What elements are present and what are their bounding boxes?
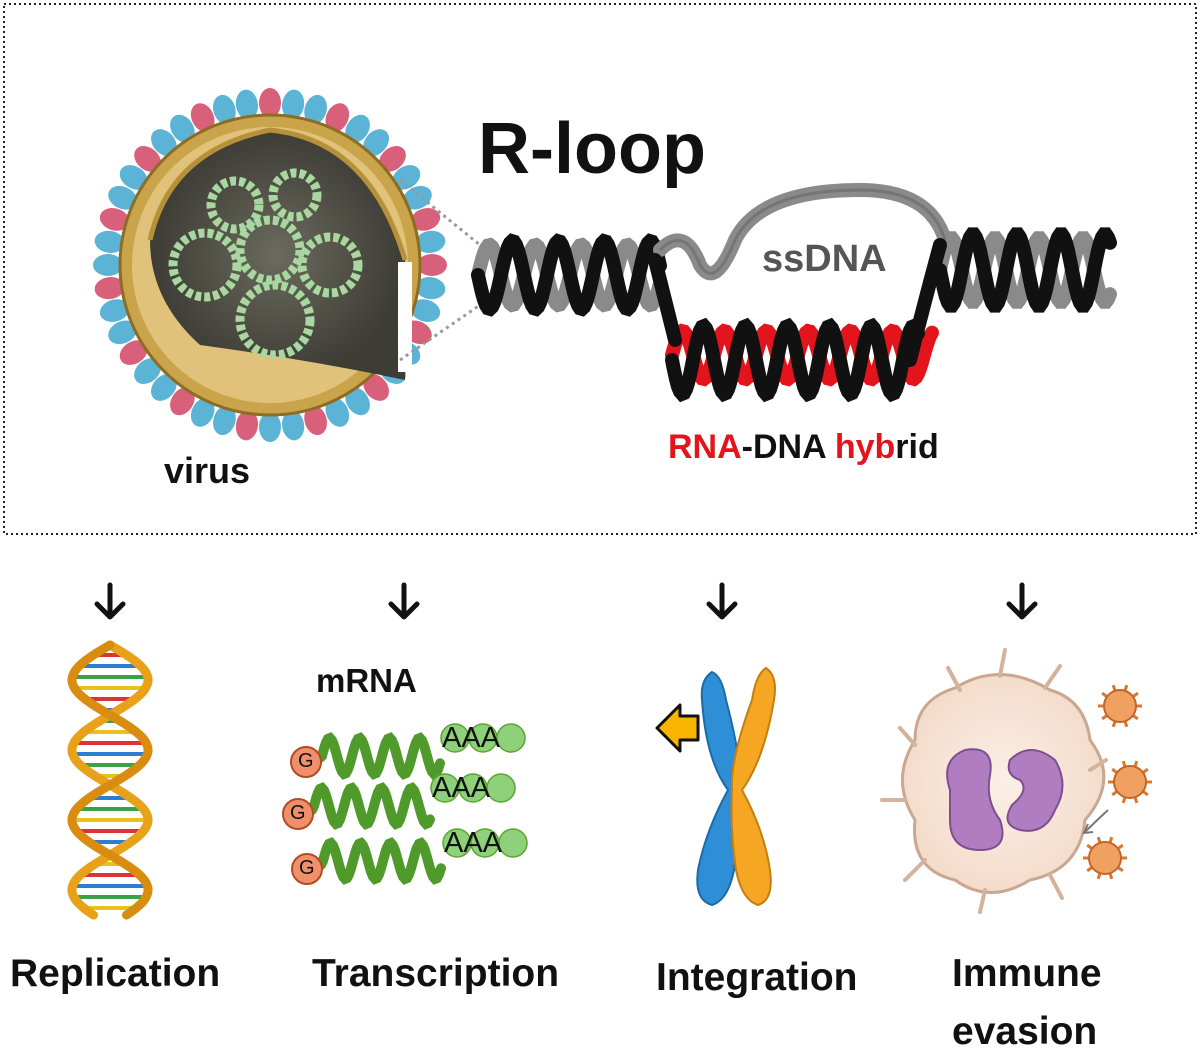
polya-label: AAA: [432, 772, 491, 804]
diagram-title: R-loop: [478, 109, 706, 189]
ssdna-label: ssDNA: [762, 238, 887, 280]
insertion-arrow-icon: [655, 703, 700, 753]
mrna-label: mRNA: [316, 662, 417, 699]
virus-illustration: [93, 88, 481, 442]
arrow-down-icon: [388, 582, 420, 620]
polya-label: AAA: [444, 827, 503, 859]
hybrid-label-dna: -DNA: [741, 428, 835, 466]
down-arrows: [94, 582, 1038, 620]
r-loop-dna: [471, 182, 1117, 403]
outcome-transcription: Transcription: [312, 952, 560, 995]
outcome-evasion: evasion: [952, 1010, 1098, 1053]
cap-label: G: [290, 802, 306, 824]
ssdna-strand: [653, 182, 952, 281]
dna-template-strand: [665, 317, 925, 403]
outcome-integration: Integration: [656, 956, 858, 999]
cap-label: G: [299, 857, 315, 879]
cap-label: G: [298, 750, 314, 772]
virus-label: virus: [164, 450, 251, 491]
hybrid-label-rid: rid: [895, 428, 939, 466]
immune-cell-icon: [880, 648, 1152, 914]
transcription-mrna-icon: [282, 723, 528, 885]
top-frame: [3, 3, 1197, 535]
arrow-down-icon: [706, 582, 738, 620]
outcome-immune: Immune: [952, 952, 1102, 995]
outcome-replication: Replication: [10, 952, 221, 995]
replication-dna-icon: [67, 640, 153, 920]
rna-dna-hybrid-label: RNA-DNA hybrid: [668, 428, 939, 467]
polya-label: AAA: [442, 722, 501, 754]
arrow-down-icon: [94, 582, 126, 620]
hybrid-label-hyb: hyb: [834, 428, 896, 466]
arrow-down-icon: [1006, 582, 1038, 620]
integration-chromosome-icon: [655, 666, 776, 907]
hybrid-label-rna: RNA: [668, 428, 742, 466]
